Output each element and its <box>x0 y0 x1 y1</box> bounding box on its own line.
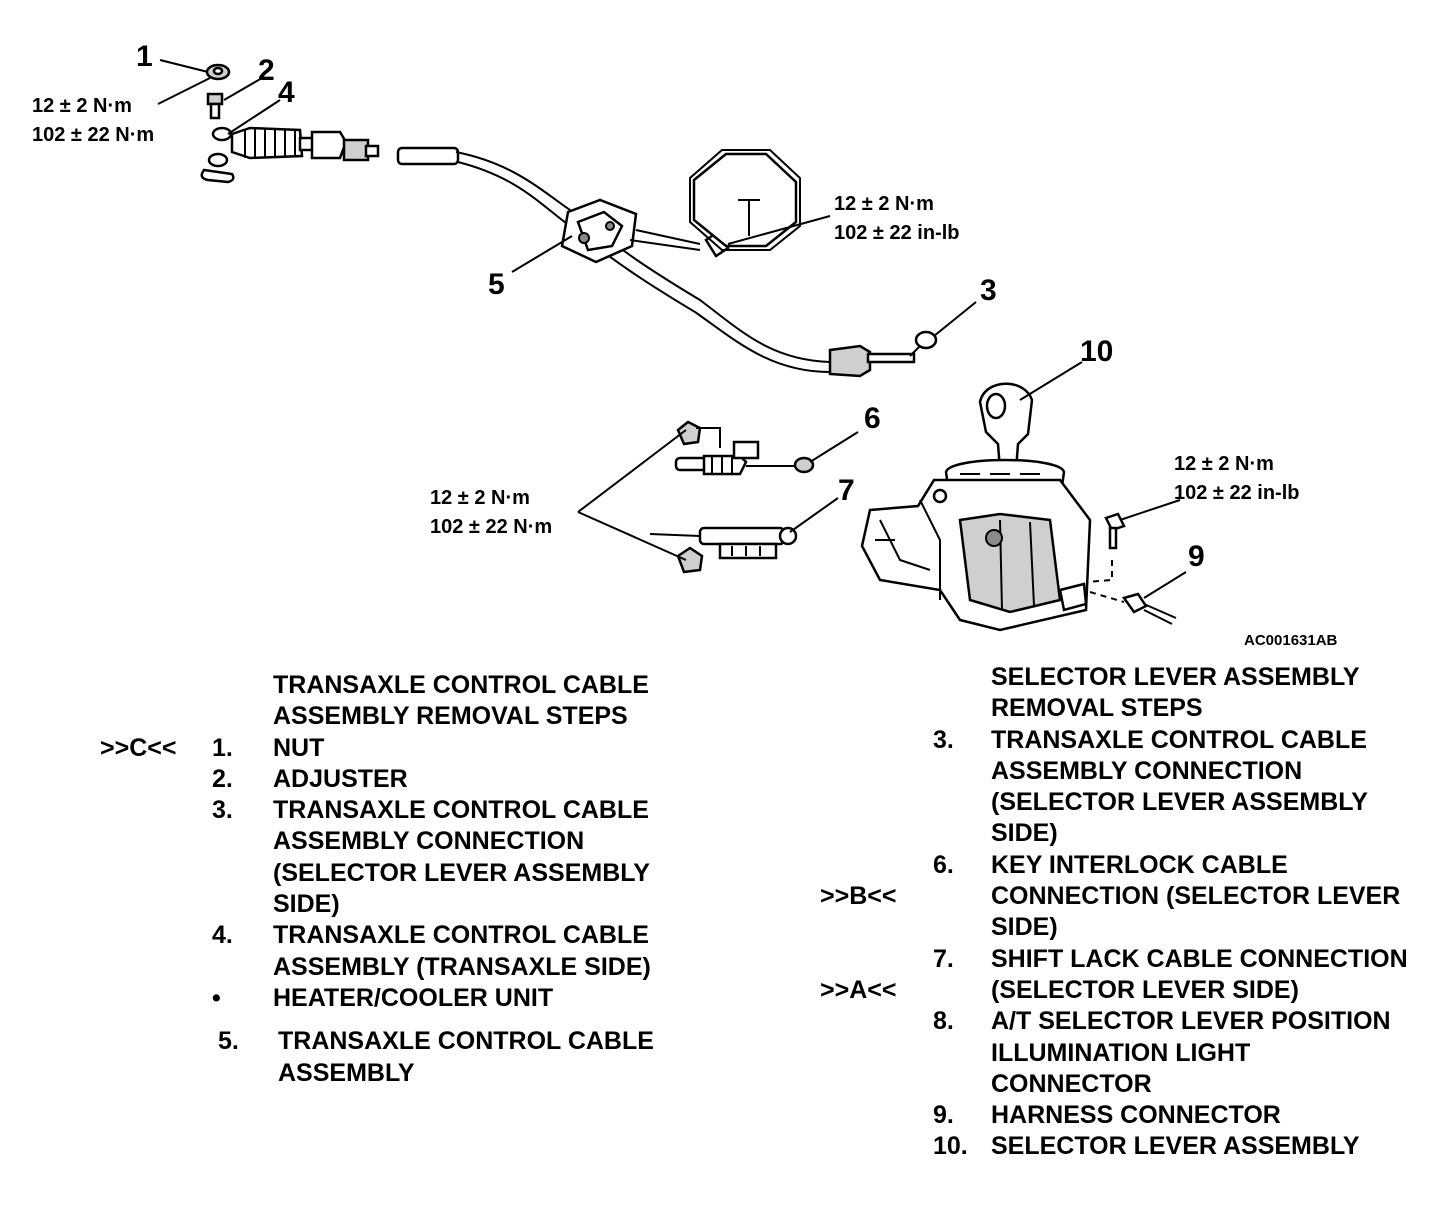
step-number: 8. <box>933 1007 954 1036</box>
step-text: TRANSAXLE CONTROL CABLE ASSEMBLY (TRANSA… <box>273 921 651 981</box>
callout-6: 6 <box>864 402 881 435</box>
step-number: 9. <box>933 1101 954 1130</box>
cable-removal-steps: TRANSAXLE CONTROL CABLE ASSEMBLY REMOVAL… <box>100 670 700 1089</box>
step-number: 4. <box>212 921 233 950</box>
bullet-marker: • <box>212 983 221 1012</box>
figure-code: AC001631AB <box>1244 632 1338 649</box>
cable-bracket-part <box>560 198 638 264</box>
torque-mid-left-metric: 12 ± 2 N·m <box>430 487 530 509</box>
shift-lock-cable-part <box>649 526 798 574</box>
list-item: >>A<< 7. SHIFT LACK CABLE CONNECTION (SE… <box>820 944 1420 1007</box>
callout-4: 4 <box>278 76 295 109</box>
step-number: 6. <box>933 850 954 879</box>
step-number: 1. <box>212 733 233 762</box>
step-text: HEATER/COOLER UNIT <box>273 983 554 1012</box>
step-number: 5. <box>218 1027 239 1056</box>
key-interlock-cable-part <box>674 420 815 476</box>
nut-part <box>205 63 231 81</box>
callout-10: 10 <box>1080 335 1113 368</box>
cable-selector-end <box>828 330 938 378</box>
callout-2: 2 <box>258 54 275 87</box>
reference-marker: >>B<< <box>820 881 897 910</box>
selector-bolt-part <box>1085 512 1126 583</box>
list-item: 2. ADJUSTER <box>100 764 700 795</box>
harness-connector-part <box>1089 591 1177 625</box>
list-item: 10. SELECTOR LEVER ASSEMBLY <box>820 1131 1420 1162</box>
step-number: 10. <box>933 1132 968 1161</box>
torque-right-imperial: 102 ± 22 in-lb <box>1174 482 1299 504</box>
callout-7: 7 <box>838 474 855 507</box>
list-item: 4. TRANSAXLE CONTROL CABLE ASSEMBLY (TRA… <box>100 920 700 983</box>
step-text: A/T SELECTOR LEVER POSITION ILLUMINATION… <box>991 1007 1391 1098</box>
selector-removal-heading: SELECTOR LEVER ASSEMBLY REMOVAL STEPS <box>991 663 1360 723</box>
callout-1: 1 <box>136 40 153 73</box>
callout-9: 9 <box>1188 540 1205 573</box>
torque-bracket-metric: 12 ± 2 N·m <box>834 193 934 215</box>
step-text: NUT <box>273 733 325 762</box>
list-item: 9. HARNESS CONNECTOR <box>820 1100 1420 1131</box>
torque-right-metric: 12 ± 2 N·m <box>1174 453 1274 475</box>
torque-top-left-metric: 12 ± 2 N·m <box>32 95 132 117</box>
callout-5: 5 <box>488 268 505 301</box>
selector-lever-assembly-part <box>860 382 1092 632</box>
cable-removal-heading: TRANSAXLE CONTROL CABLE ASSEMBLY REMOVAL… <box>273 671 649 731</box>
torque-bracket-imperial: 102 ± 22 in-lb <box>834 222 959 244</box>
list-item: >>B<< 6. KEY INTERLOCK CABLE CONNECTION … <box>820 850 1420 944</box>
torque-mid-left-imperial: 102 ± 22 N·m <box>430 516 552 538</box>
step-number: 3. <box>933 725 954 754</box>
cable-transaxle-end <box>230 126 460 166</box>
step-text: TRANSAXLE CONTROL CABLE ASSEMBLY <box>278 1027 654 1087</box>
callout-3: 3 <box>980 274 997 307</box>
exploded-view-diagram: 1 2 4 5 3 10 6 7 9 12 ± 2 N·m 102 ± 22 N… <box>32 40 1338 649</box>
step-text: ADJUSTER <box>273 764 408 793</box>
step-number: 7. <box>933 944 954 973</box>
list-item: 3. TRANSAXLE CONTROL CABLE ASSEMBLY CONN… <box>100 795 700 920</box>
control-cable <box>455 151 831 373</box>
step-text: SHIFT LACK CABLE CONNECTION (SELECTOR LE… <box>991 944 1408 1004</box>
washer-part <box>200 152 235 184</box>
heater-cooler-unit-part <box>689 149 801 251</box>
step-text: TRANSAXLE CONTROL CABLE ASSEMBLY CONNECT… <box>991 725 1368 848</box>
selector-removal-steps: SELECTOR LEVER ASSEMBLY REMOVAL STEPS 3.… <box>820 662 1420 1163</box>
list-item: • HEATER/COOLER UNIT <box>100 983 700 1014</box>
step-text: HARNESS CONNECTOR <box>991 1101 1281 1130</box>
list-item: 5. TRANSAXLE CONTROL CABLE ASSEMBLY <box>100 1026 700 1089</box>
step-number: 2. <box>212 764 233 793</box>
torque-top-left-imperial: 102 ± 22 N·m <box>32 124 154 146</box>
reference-marker: >>A<< <box>820 975 897 1004</box>
list-item: >>C<< 1. NUT <box>100 733 700 764</box>
leader-lines <box>157 59 1187 599</box>
step-text: SELECTOR LEVER ASSEMBLY <box>991 1132 1360 1161</box>
list-item: 8. A/T SELECTOR LEVER POSITION ILLUMINAT… <box>820 1006 1420 1100</box>
reference-marker: >>C<< <box>100 733 177 762</box>
step-number: 3. <box>212 796 233 825</box>
step-text: TRANSAXLE CONTROL CABLE ASSEMBLY CONNECT… <box>273 796 650 919</box>
list-item: 3. TRANSAXLE CONTROL CABLE ASSEMBLY CONN… <box>820 725 1420 850</box>
step-text: KEY INTERLOCK CABLE CONNECTION (SELECTOR… <box>991 850 1401 942</box>
